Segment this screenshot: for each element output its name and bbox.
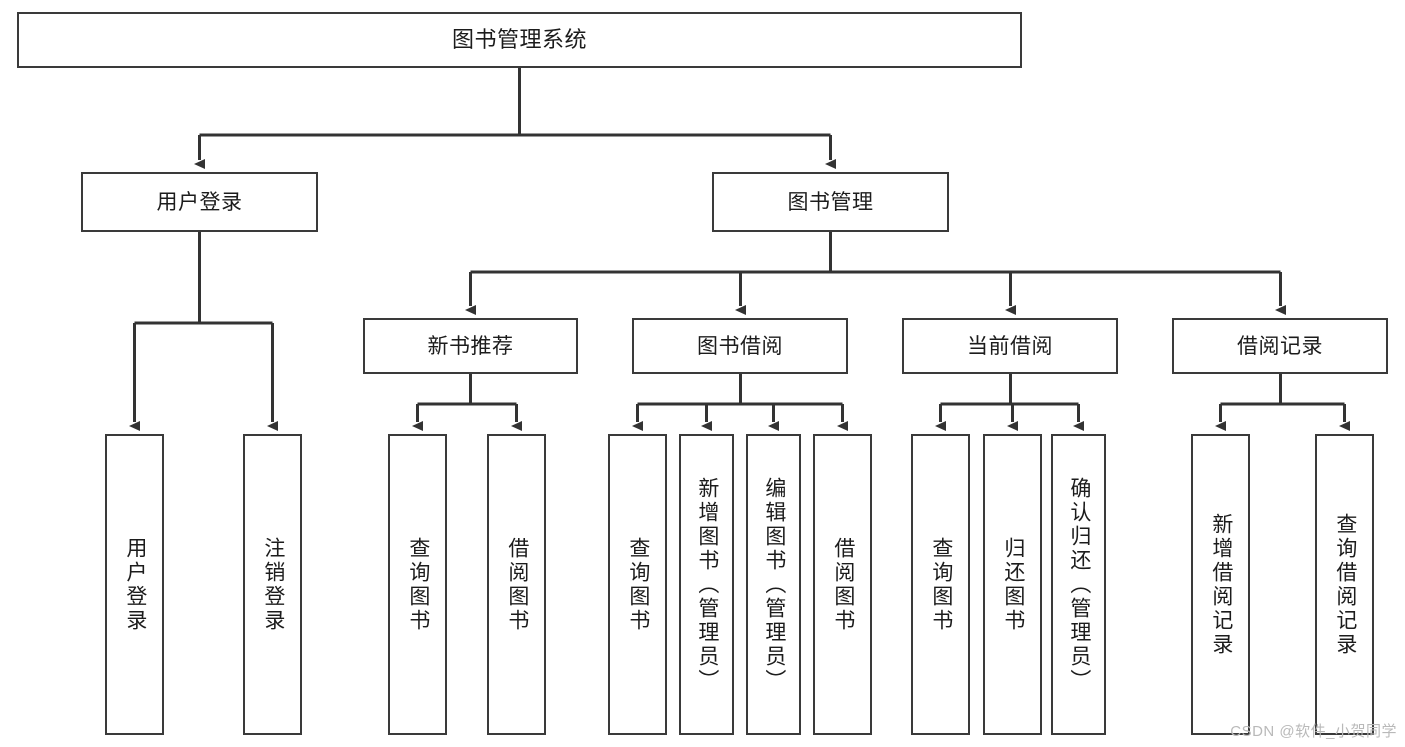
node-new-book-recommend[interactable]: 新书推荐 — [363, 318, 578, 374]
node-leaf-borrow-book-rec[interactable]: 借阅图书 — [487, 434, 546, 735]
node-leaf-query-book-bor[interactable]: 查询图书 — [608, 434, 667, 735]
node-leaf-add-book-admin-label: 新增图书（管理员） — [695, 476, 719, 693]
node-leaf-query-book-cur[interactable]: 查询图书 — [911, 434, 970, 735]
node-leaf-return-book-label: 归还图书 — [1001, 536, 1025, 633]
node-leaf-borrow-book-rec-label: 借阅图书 — [505, 536, 529, 633]
node-leaf-edit-book-admin[interactable]: 编辑图书（管理员） — [746, 434, 801, 735]
node-leaf-user-logout-label: 注销登录 — [261, 536, 285, 633]
node-root[interactable]: 图书管理系统 — [17, 12, 1022, 68]
node-leaf-user-login[interactable]: 用户登录 — [105, 434, 164, 735]
node-leaf-query-book-bor-label: 查询图书 — [626, 536, 650, 633]
node-leaf-query-book-rec-label: 查询图书 — [406, 536, 430, 633]
node-leaf-query-book-cur-label: 查询图书 — [929, 536, 953, 633]
node-book-manage[interactable]: 图书管理 — [712, 172, 949, 232]
node-leaf-borrow-book-bor-label: 借阅图书 — [831, 536, 855, 633]
node-user-login[interactable]: 用户登录 — [81, 172, 318, 232]
node-leaf-query-borrow-record[interactable]: 查询借阅记录 — [1315, 434, 1374, 735]
node-leaf-query-borrow-record-label: 查询借阅记录 — [1333, 512, 1357, 657]
node-leaf-borrow-book-bor[interactable]: 借阅图书 — [813, 434, 872, 735]
node-leaf-edit-book-admin-label: 编辑图书（管理员） — [762, 476, 786, 693]
node-borrow-record-label: 借阅记录 — [1237, 334, 1323, 358]
node-leaf-query-book-rec[interactable]: 查询图书 — [388, 434, 447, 735]
node-leaf-add-borrow-record-label: 新增借阅记录 — [1209, 512, 1233, 657]
node-root-label: 图书管理系统 — [451, 27, 587, 52]
node-leaf-return-book[interactable]: 归还图书 — [983, 434, 1042, 735]
node-borrow-record[interactable]: 借阅记录 — [1172, 318, 1388, 374]
node-book-manage-label: 图书管理 — [787, 190, 874, 214]
node-leaf-confirm-return-admin[interactable]: 确认归还（管理员） — [1051, 434, 1106, 735]
node-leaf-add-book-admin[interactable]: 新增图书（管理员） — [679, 434, 734, 735]
node-book-borrow[interactable]: 图书借阅 — [632, 318, 848, 374]
csdn-watermark: CSDN @软件_小贺同学 — [1230, 723, 1397, 740]
node-new-book-recommend-label: 新书推荐 — [427, 334, 514, 358]
node-leaf-user-login-label: 用户登录 — [123, 536, 147, 633]
node-book-borrow-label: 图书借阅 — [697, 334, 783, 358]
node-current-borrow-label: 当前借阅 — [967, 334, 1053, 358]
node-leaf-add-borrow-record[interactable]: 新增借阅记录 — [1191, 434, 1250, 735]
node-user-login-label: 用户登录 — [156, 190, 243, 214]
node-leaf-user-logout[interactable]: 注销登录 — [243, 434, 302, 735]
node-current-borrow[interactable]: 当前借阅 — [902, 318, 1118, 374]
node-leaf-confirm-return-admin-label: 确认归还（管理员） — [1067, 476, 1091, 693]
